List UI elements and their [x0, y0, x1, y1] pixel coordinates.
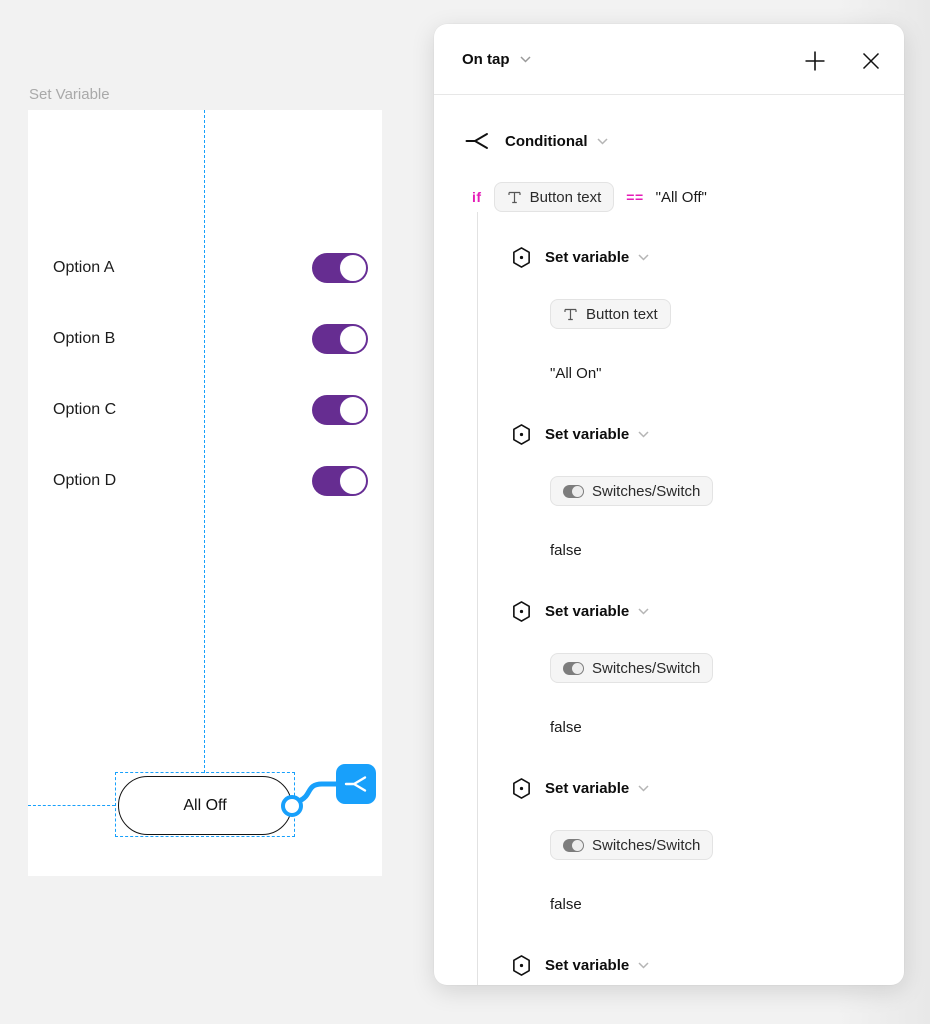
option-row: Option C: [53, 395, 116, 425]
conditional-row: Conditional: [465, 126, 608, 156]
if-keyword: if: [472, 189, 482, 205]
hexagon-variable-icon: [511, 423, 532, 446]
variable-chip-button-text[interactable]: Button text: [550, 299, 671, 329]
variable-chip-switch[interactable]: Switches/Switch: [550, 830, 714, 860]
conditional-label: Conditional: [505, 132, 588, 150]
close-icon: [860, 50, 882, 72]
condition-value: "All Off": [655, 188, 707, 206]
chevron-down-icon: [519, 56, 531, 63]
chevron-down-icon: [638, 430, 649, 438]
conditional-indent-line: [477, 212, 478, 985]
trigger-label: On tap: [462, 51, 510, 68]
conditional-dropdown[interactable]: Conditional: [505, 133, 608, 150]
set-variable-dropdown[interactable]: Set variable: [545, 426, 649, 443]
toggle-option-d[interactable]: [312, 466, 368, 496]
toggle-icon: [563, 484, 584, 498]
equals-operator: ==: [626, 189, 644, 205]
hexagon-variable-icon: [511, 777, 532, 800]
toggle-icon: [563, 661, 584, 675]
hexagon-variable-icon: [511, 246, 532, 269]
panel-header: On tap: [434, 24, 904, 95]
trigger-dropdown[interactable]: On tap: [462, 24, 531, 95]
toggle-icon: [563, 838, 584, 852]
variable-chip-label: Switches/Switch: [592, 836, 701, 854]
set-variable-row: Set variable: [511, 950, 649, 980]
variable-chip-row: Switches/Switch: [550, 653, 714, 683]
chevron-down-icon: [596, 137, 608, 145]
set-variable-row: Set variable: [511, 773, 649, 803]
assigned-value: "All On": [550, 364, 602, 382]
set-variable-label: Set variable: [545, 248, 630, 266]
variable-chip-row: Switches/Switch: [550, 476, 714, 506]
plus-icon: [803, 49, 827, 73]
assigned-value: false: [550, 895, 582, 913]
design-frame[interactable]: Option A Option B Option C Option D: [28, 110, 382, 876]
variable-chip-label: Button text: [529, 188, 602, 206]
hexagon-variable-icon: [511, 954, 532, 977]
option-row: Option A: [53, 253, 114, 283]
toggle-knob: [339, 325, 367, 353]
condition-expression-row: if Button text == "All Off": [472, 182, 707, 212]
text-type-icon: [507, 190, 522, 205]
option-row: Option B: [53, 324, 115, 354]
set-variable-label: Set variable: [545, 779, 630, 797]
variable-chip-button-text[interactable]: Button text: [493, 182, 615, 212]
toggle-knob: [339, 396, 367, 424]
interaction-badge[interactable]: [336, 764, 376, 804]
variable-chip-label: Switches/Switch: [592, 659, 701, 677]
value-row[interactable]: false: [550, 535, 582, 565]
set-variable-label: Set variable: [545, 602, 630, 620]
set-variable-label: Set variable: [545, 425, 630, 443]
toggle-knob: [339, 467, 367, 495]
set-variable-dropdown[interactable]: Set variable: [545, 603, 649, 620]
chevron-down-icon: [638, 607, 649, 615]
value-row[interactable]: false: [550, 712, 582, 742]
frame-title[interactable]: Set Variable: [29, 86, 110, 103]
toggle-knob: [339, 254, 367, 282]
option-label: Option A: [53, 259, 115, 276]
horizontal-guide-dashed-line: [28, 805, 115, 806]
option-label: Option B: [53, 330, 116, 347]
assigned-value: false: [550, 718, 582, 736]
interaction-panel: On tap: [434, 24, 904, 985]
branch-icon: [344, 774, 368, 794]
connection-handle[interactable]: [281, 795, 303, 817]
variable-chip-switch[interactable]: Switches/Switch: [550, 476, 714, 506]
assigned-value: false: [550, 541, 582, 559]
value-row[interactable]: "All On": [550, 358, 602, 388]
set-variable-row: Set variable: [511, 596, 649, 626]
vertical-guide-dashed-line: [204, 110, 205, 773]
hexagon-variable-icon: [511, 600, 532, 623]
variable-chip-label: Button text: [586, 305, 658, 323]
toggle-option-a[interactable]: [312, 253, 368, 283]
option-label: Option C: [53, 401, 117, 418]
chevron-down-icon: [638, 784, 649, 792]
all-off-button-label: All Off: [183, 796, 227, 814]
close-panel-button[interactable]: [858, 48, 884, 74]
all-off-button[interactable]: All Off: [118, 776, 292, 835]
set-variable-row: Set variable: [511, 419, 649, 449]
set-variable-dropdown[interactable]: Set variable: [545, 249, 649, 266]
set-variable-dropdown[interactable]: Set variable: [545, 957, 649, 974]
option-label: Option D: [53, 472, 117, 489]
branch-icon: [465, 131, 490, 151]
variable-chip-row: Button text: [550, 299, 671, 329]
set-variable-dropdown[interactable]: Set variable: [545, 780, 649, 797]
option-row: Option D: [53, 466, 116, 496]
variable-chip-switch[interactable]: Switches/Switch: [550, 653, 714, 683]
toggle-option-b[interactable]: [312, 324, 368, 354]
add-action-button[interactable]: [802, 48, 828, 74]
toggle-option-c[interactable]: [312, 395, 368, 425]
set-variable-row: Set variable: [511, 242, 649, 272]
text-type-icon: [563, 307, 578, 322]
value-row[interactable]: false: [550, 889, 582, 919]
chevron-down-icon: [638, 253, 649, 261]
variable-chip-row: Switches/Switch: [550, 830, 714, 860]
chevron-down-icon: [638, 961, 649, 969]
variable-chip-label: Switches/Switch: [592, 482, 701, 500]
set-variable-label: Set variable: [545, 956, 630, 974]
